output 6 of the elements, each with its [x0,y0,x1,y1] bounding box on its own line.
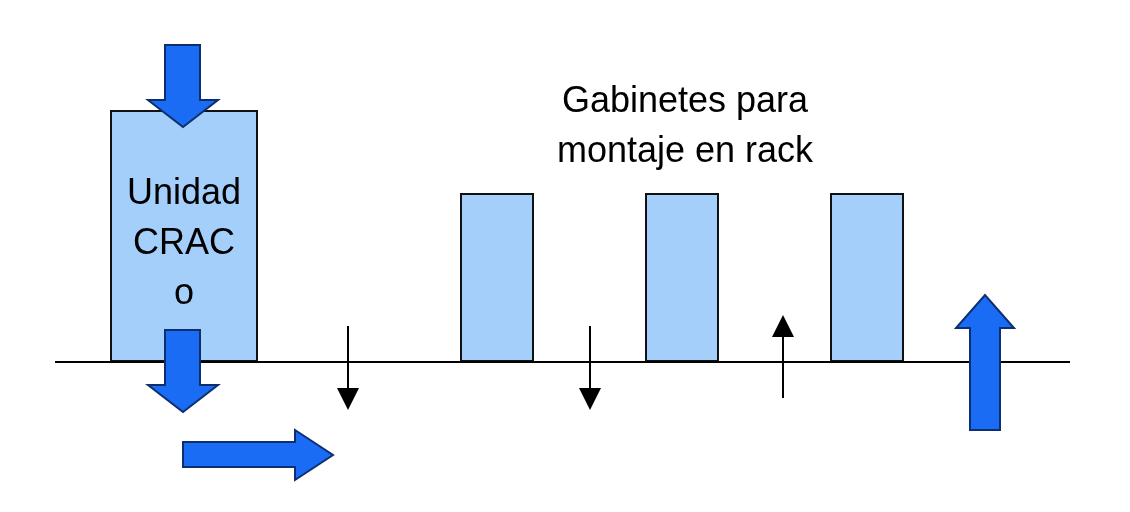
rack-cabinet [645,193,719,362]
unit-label: Unidad CRAC o [125,170,243,314]
rack-caption: Gabinetes para montaje en rack [555,78,815,172]
rack-cabinet [830,193,904,362]
rack-cabinet [460,193,534,362]
crac-unit-box [110,110,258,362]
